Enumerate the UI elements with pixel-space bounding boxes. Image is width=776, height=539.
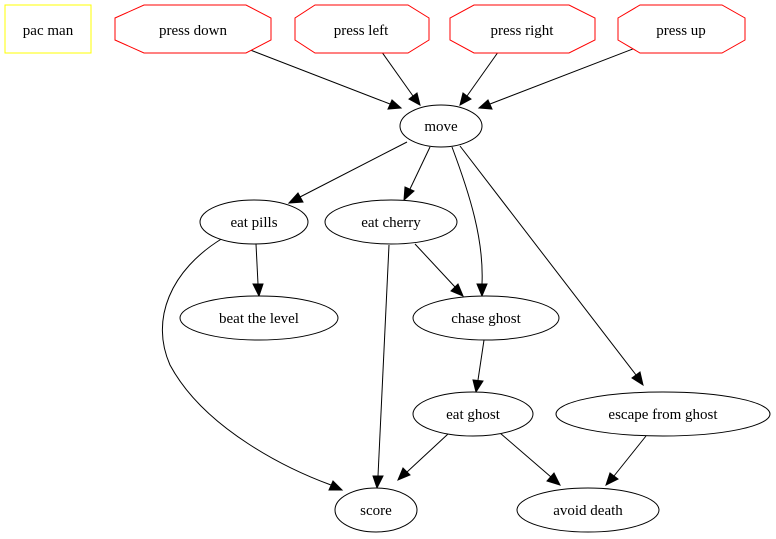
edge-press-down-to-move <box>239 45 403 110</box>
node-eat-pills-label: eat pills <box>230 215 277 231</box>
nodes-layer: pac man press down press left press righ… <box>4 4 771 533</box>
edge-escape-from-ghost-to-avoid-death <box>605 435 647 486</box>
edge-press-up-to-move <box>477 46 639 110</box>
node-press-down-label: press down <box>159 23 227 39</box>
edge-eat-pills-to-beat-the-level <box>252 243 264 298</box>
edge-eat-ghost-to-score <box>397 433 449 481</box>
node-eat-ghost-label: eat ghost <box>446 407 501 423</box>
edge-chase-ghost-to-eat-ghost <box>472 339 485 394</box>
node-escape-from-ghost-label: escape from ghost <box>608 407 718 423</box>
node-eat-cherry-label: eat cherry <box>361 215 421 231</box>
edge-press-left-to-move <box>378 47 421 106</box>
edge-move-to-chase-ghost <box>451 146 488 298</box>
edge-eat-cherry-to-score <box>372 244 390 490</box>
node-press-right-label: press right <box>491 23 555 39</box>
node-escape-from-ghost[interactable]: escape from ghost <box>555 391 771 437</box>
node-move-label: move <box>424 119 458 135</box>
node-pac-man[interactable]: pac man <box>4 4 92 54</box>
node-beat-the-level-label: beat the level <box>219 311 299 327</box>
node-press-up-label: press up <box>656 23 706 39</box>
edge-move-to-eat-cherry <box>403 146 431 202</box>
edge-move-to-escape-from-ghost <box>459 145 644 387</box>
node-press-up[interactable]: press up <box>617 4 746 54</box>
node-chase-ghost[interactable]: chase ghost <box>412 295 560 341</box>
edge-eat-cherry-to-chase-ghost <box>414 243 464 297</box>
edge-eat-pills-to-score <box>161 237 344 491</box>
node-eat-ghost[interactable]: eat ghost <box>412 391 534 437</box>
edge-move-to-eat-pills <box>287 141 408 204</box>
node-avoid-death-label: avoid death <box>553 503 623 519</box>
node-score-label: score <box>360 503 392 519</box>
node-press-left-label: press left <box>334 23 389 39</box>
node-chase-ghost-label: chase ghost <box>451 311 521 327</box>
node-score[interactable]: score <box>334 487 418 533</box>
node-pac-man-label: pac man <box>23 23 74 39</box>
node-move[interactable]: move <box>399 104 483 148</box>
node-eat-cherry[interactable]: eat cherry <box>324 199 458 245</box>
edge-eat-ghost-to-avoid-death <box>499 432 561 486</box>
node-press-down[interactable]: press down <box>114 4 272 54</box>
node-avoid-death[interactable]: avoid death <box>516 487 660 533</box>
edges-layer <box>161 45 647 491</box>
node-eat-pills[interactable]: eat pills <box>199 199 309 245</box>
node-press-right[interactable]: press right <box>449 4 596 54</box>
node-beat-the-level[interactable]: beat the level <box>179 295 339 341</box>
edge-press-right-to-move <box>459 47 502 106</box>
node-press-left[interactable]: press left <box>294 4 430 54</box>
